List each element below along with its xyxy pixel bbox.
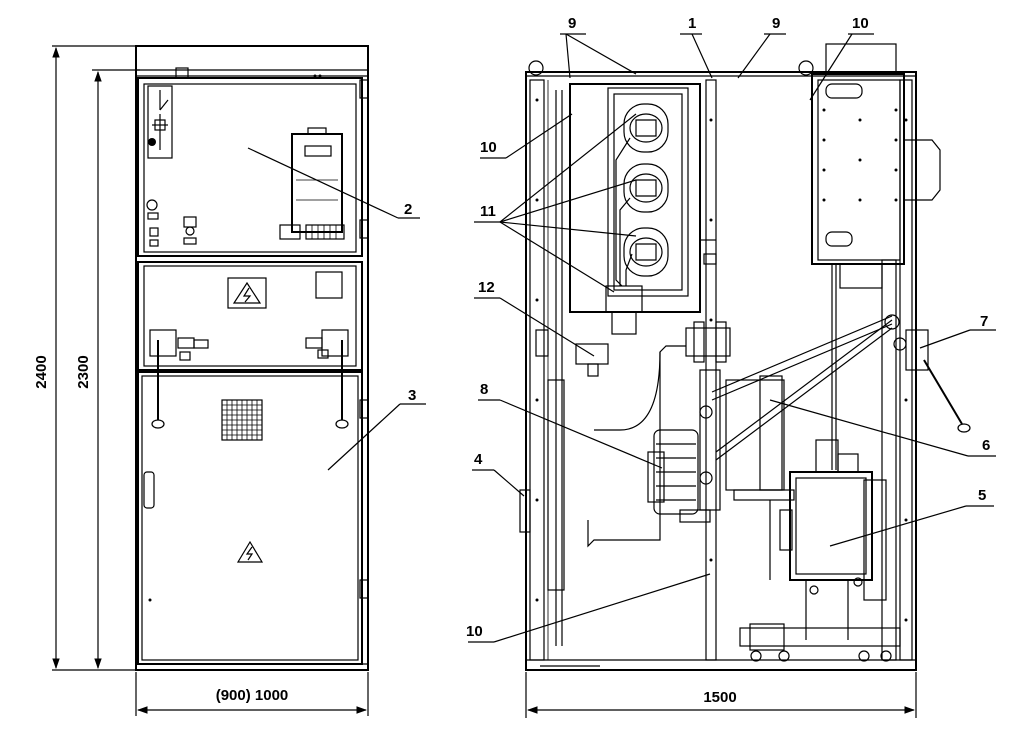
callout-11: 11 <box>480 203 496 220</box>
operating-lever <box>923 359 963 425</box>
side-cabinet-outline <box>525 71 917 671</box>
busbar-bushing-3 <box>623 227 669 277</box>
busbar-bushing-2 <box>623 163 669 213</box>
lifting-eye-left <box>528 60 544 76</box>
callout-5: 5 <box>978 487 986 504</box>
busbar-bushing-1 <box>623 103 669 153</box>
inspection-window <box>315 271 343 299</box>
callout-9-right: 9 <box>772 15 780 32</box>
callout-10-top: 10 <box>852 15 869 32</box>
side-view: 1500 9 1 9 10 10 11 12 8 <box>466 15 996 718</box>
switching-device <box>587 321 795 548</box>
callout-7: 7 <box>980 313 988 330</box>
operating-lever-mount <box>905 329 929 371</box>
interlock-rod-upper <box>711 315 893 393</box>
dimension-width-front: (900) 1000 <box>216 687 289 704</box>
callout-10-left: 10 <box>480 139 497 156</box>
dimension-height-cabinet: 2300 <box>75 355 92 388</box>
relay-box-rivets <box>822 108 898 202</box>
callout-8: 8 <box>480 381 488 398</box>
indicator-lamp <box>148 138 156 146</box>
callout-4: 4 <box>474 451 483 468</box>
callout-6: 6 <box>982 437 990 454</box>
insulator-stack <box>653 429 699 515</box>
door-handle-side <box>519 489 531 533</box>
callout-1: 1 <box>688 15 696 32</box>
callout-2: 2 <box>404 201 412 218</box>
front-view: 2400 2300 (900) 1000 2 3 <box>33 45 426 716</box>
door-handle <box>143 471 155 509</box>
breaker-pole <box>699 369 721 511</box>
dimension-width-side: 1500 <box>703 689 736 706</box>
voltage-transformer <box>789 471 873 581</box>
frame-rivets <box>535 98 908 622</box>
mimic-panel <box>147 85 173 159</box>
warning-plate <box>227 277 267 309</box>
relay-box <box>811 73 905 265</box>
lifting-eye-right <box>798 60 814 76</box>
high-voltage-warning-icon-door <box>236 540 264 563</box>
callout-3: 3 <box>408 387 416 404</box>
callout-9-left: 9 <box>568 15 576 32</box>
mechanism-panel <box>137 261 363 371</box>
dimension-height-total: 2400 <box>33 355 50 388</box>
protection-relay <box>291 133 343 233</box>
ventilation-grille <box>221 399 263 441</box>
relay-compartment-door <box>137 77 363 257</box>
callout-12: 12 <box>478 279 495 296</box>
cable-compartment-door <box>137 371 363 665</box>
front-cabinet-outline <box>135 45 369 671</box>
callout-10-lower: 10 <box>466 623 483 640</box>
high-voltage-warning-icon <box>232 281 262 304</box>
vacuum-interrupter <box>725 379 785 491</box>
truck-base <box>739 627 901 647</box>
